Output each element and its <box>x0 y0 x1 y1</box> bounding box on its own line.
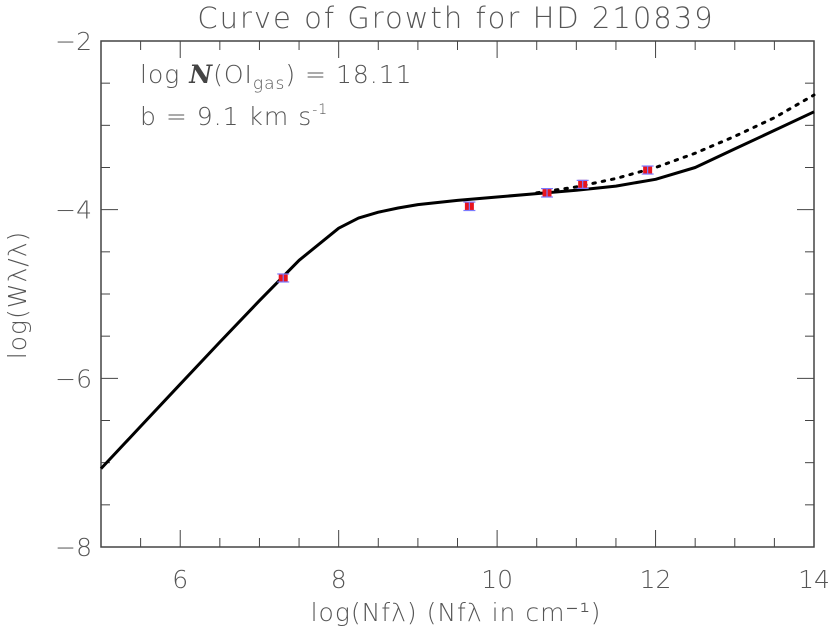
data-point <box>541 187 554 198</box>
svg-text:14: 14 <box>798 565 830 594</box>
svg-text:8: 8 <box>331 565 347 594</box>
svg-text:−2: −2 <box>55 27 92 56</box>
data-point <box>277 273 290 283</box>
svg-text:b = 9.1 km s-1: b = 9.1 km s-1 <box>140 102 328 131</box>
svg-text:12: 12 <box>640 565 672 594</box>
data-point <box>576 179 589 189</box>
svg-text:6: 6 <box>172 565 188 594</box>
y-axis-label: log(Wλ/λ) <box>3 231 32 359</box>
svg-text:−4: −4 <box>55 196 92 225</box>
data-point <box>463 201 476 212</box>
solid-curve <box>99 110 815 470</box>
svg-text:10: 10 <box>481 565 513 594</box>
curves <box>99 93 816 470</box>
data-point <box>641 165 654 175</box>
annotation-b-value: b = 9.1 km s-1 <box>140 102 328 131</box>
svg-text:−8: −8 <box>55 533 92 562</box>
x-axis-label: log(Nfλ) (Nfλ in cm⁻¹) <box>311 598 602 627</box>
dotted-curve <box>535 93 816 195</box>
chart-title: Curve of Growth for HD 210839 <box>197 1 714 35</box>
axis-ticks <box>100 40 815 548</box>
x-tick-labels: 6 8 10 12 14 <box>172 565 830 594</box>
annotation-column-density: log N(OIgas) = 18.11 <box>140 60 413 94</box>
svg-text:−6: −6 <box>55 364 92 393</box>
data-points <box>277 165 654 283</box>
y-tick-labels: −2 −4 −6 −8 <box>55 27 92 562</box>
svg-text:log N(OIgas) = 18.11: log N(OIgas) = 18.11 <box>140 60 413 94</box>
